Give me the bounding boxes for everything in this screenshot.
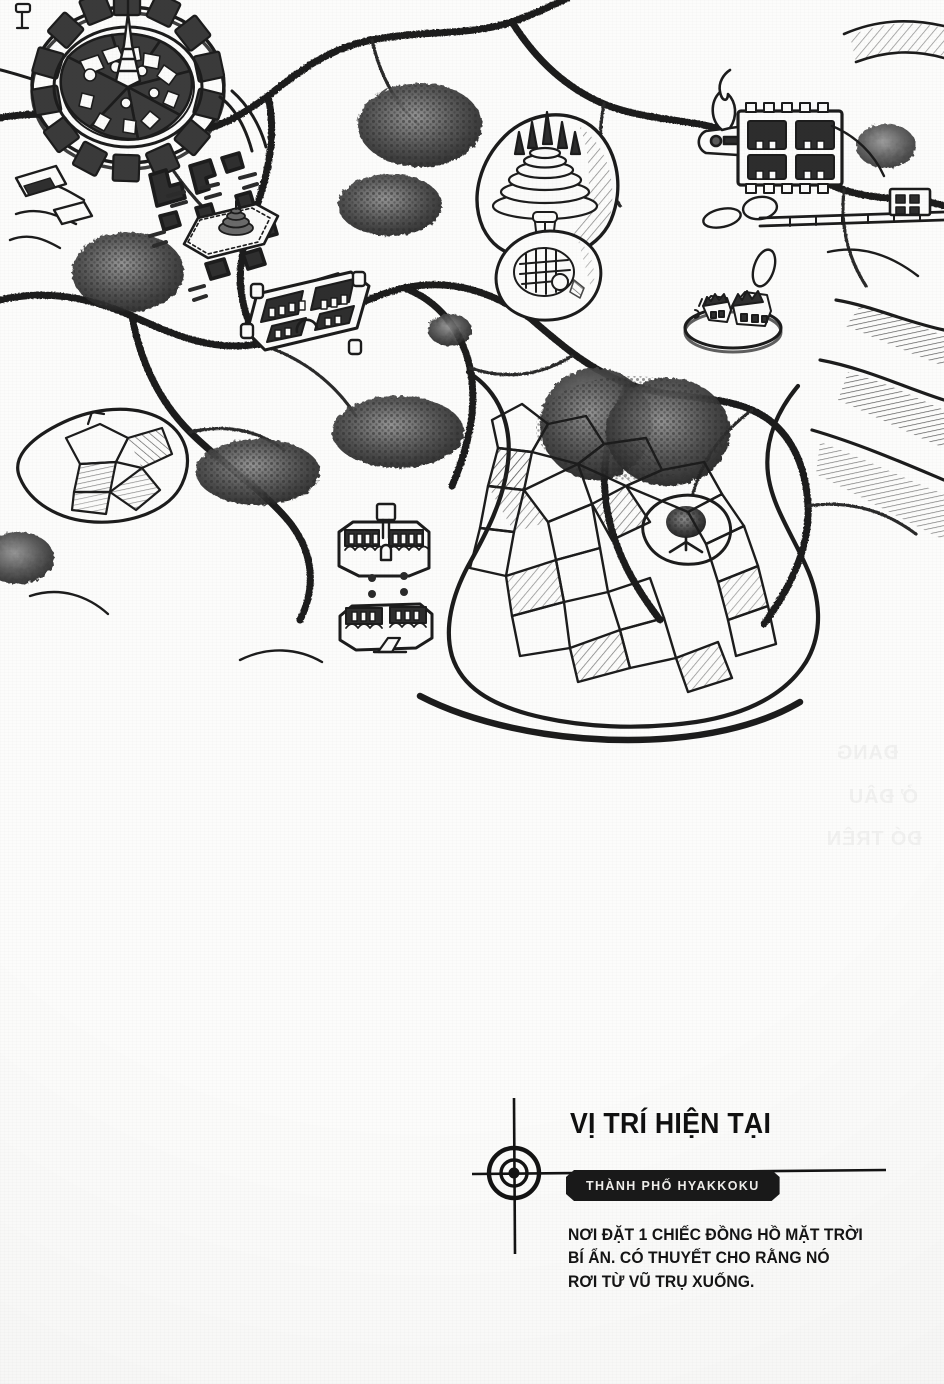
caption-body-line: NƠI ĐẶT 1 CHIẾC ĐỒNG HỒ MẶT TRỜI [568,1226,863,1244]
map-illustration [0,0,944,744]
current-location-caption-panel: VỊ TRÍ HIỆN TẠI THÀNH PHỐ HYAKKOKU NƠI Đ… [468,1096,898,1326]
caption-body-line: RƠI TỪ VŨ TRỤ XUỐNG. [568,1272,755,1291]
bleed-through-line-1: ĐANG [836,742,898,765]
bleed-through-line-3: ĐÓ TRÊN [826,828,922,851]
place-name-badge: THÀNH PHỐ HYAKKOKU [566,1170,780,1201]
bleed-through-line-2: Ở ĐÂU [848,786,918,809]
caption-title: VỊ TRÍ HIỆN TẠI [570,1108,772,1140]
caption-body-line: BÍ ẨN. CÓ THUYẾT CHO RẰNG NÓ [568,1249,830,1268]
caption-body-text: NƠI ĐẶT 1 CHIẾC ĐỒNG HỒ MẶT TRỜI BÍ ẨN. … [568,1224,863,1294]
